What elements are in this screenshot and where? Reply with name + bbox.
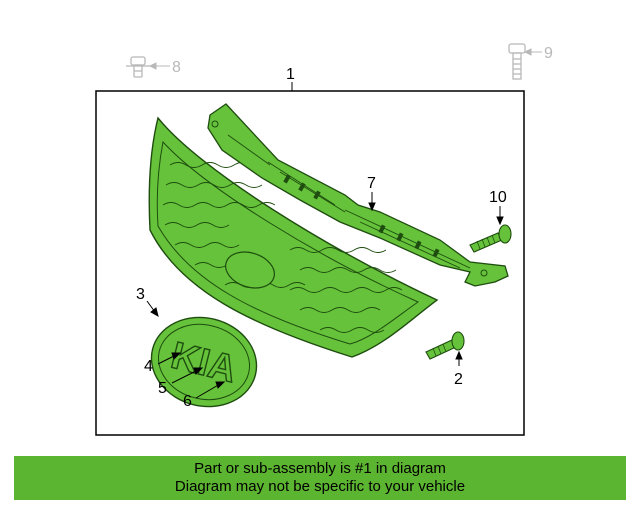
callout-9[interactable]: 9	[544, 45, 553, 62]
leader-arrow-2	[455, 350, 463, 366]
callout-7[interactable]: 7	[367, 175, 376, 192]
notice-line-disclaimer: Diagram may not be specific to your vehi…	[174, 478, 466, 495]
leader-arrow-4	[157, 352, 182, 365]
clip-part-8[interactable]	[126, 56, 150, 78]
leader-arrow-9	[523, 48, 542, 56]
leader-arrow-10	[496, 206, 504, 226]
callout-10[interactable]: 10	[489, 189, 507, 206]
radiator-grille[interactable]	[148, 116, 439, 358]
callout-8[interactable]: 8	[172, 59, 181, 76]
callout-2[interactable]: 2	[454, 371, 463, 388]
screw-part-2[interactable]	[425, 331, 465, 360]
bolt-part-9[interactable]	[508, 43, 526, 80]
callout-6[interactable]: 6	[183, 393, 192, 410]
emblem-part-3[interactable]: KIA	[142, 306, 266, 417]
grille-upper-cover[interactable]	[207, 103, 509, 287]
assembly-frame	[95, 90, 525, 436]
leader-arrow-7	[368, 192, 376, 212]
leader-arrow-8	[148, 62, 170, 70]
callout-4[interactable]: 4	[144, 358, 153, 375]
notice-line-part: Part or sub-assembly is #1 in diagram	[194, 460, 446, 477]
callout-3[interactable]: 3	[136, 286, 145, 303]
leader-arrow-6	[195, 381, 226, 399]
callout-1[interactable]: 1	[286, 66, 295, 83]
leader-arrow-5	[171, 367, 204, 384]
screw-part-10[interactable]	[469, 224, 512, 253]
diagram-notice-bar: Part or sub-assembly is #1 in diagram Di…	[14, 456, 626, 500]
callout-5[interactable]: 5	[158, 380, 167, 397]
leader-arrow-3	[146, 300, 159, 318]
